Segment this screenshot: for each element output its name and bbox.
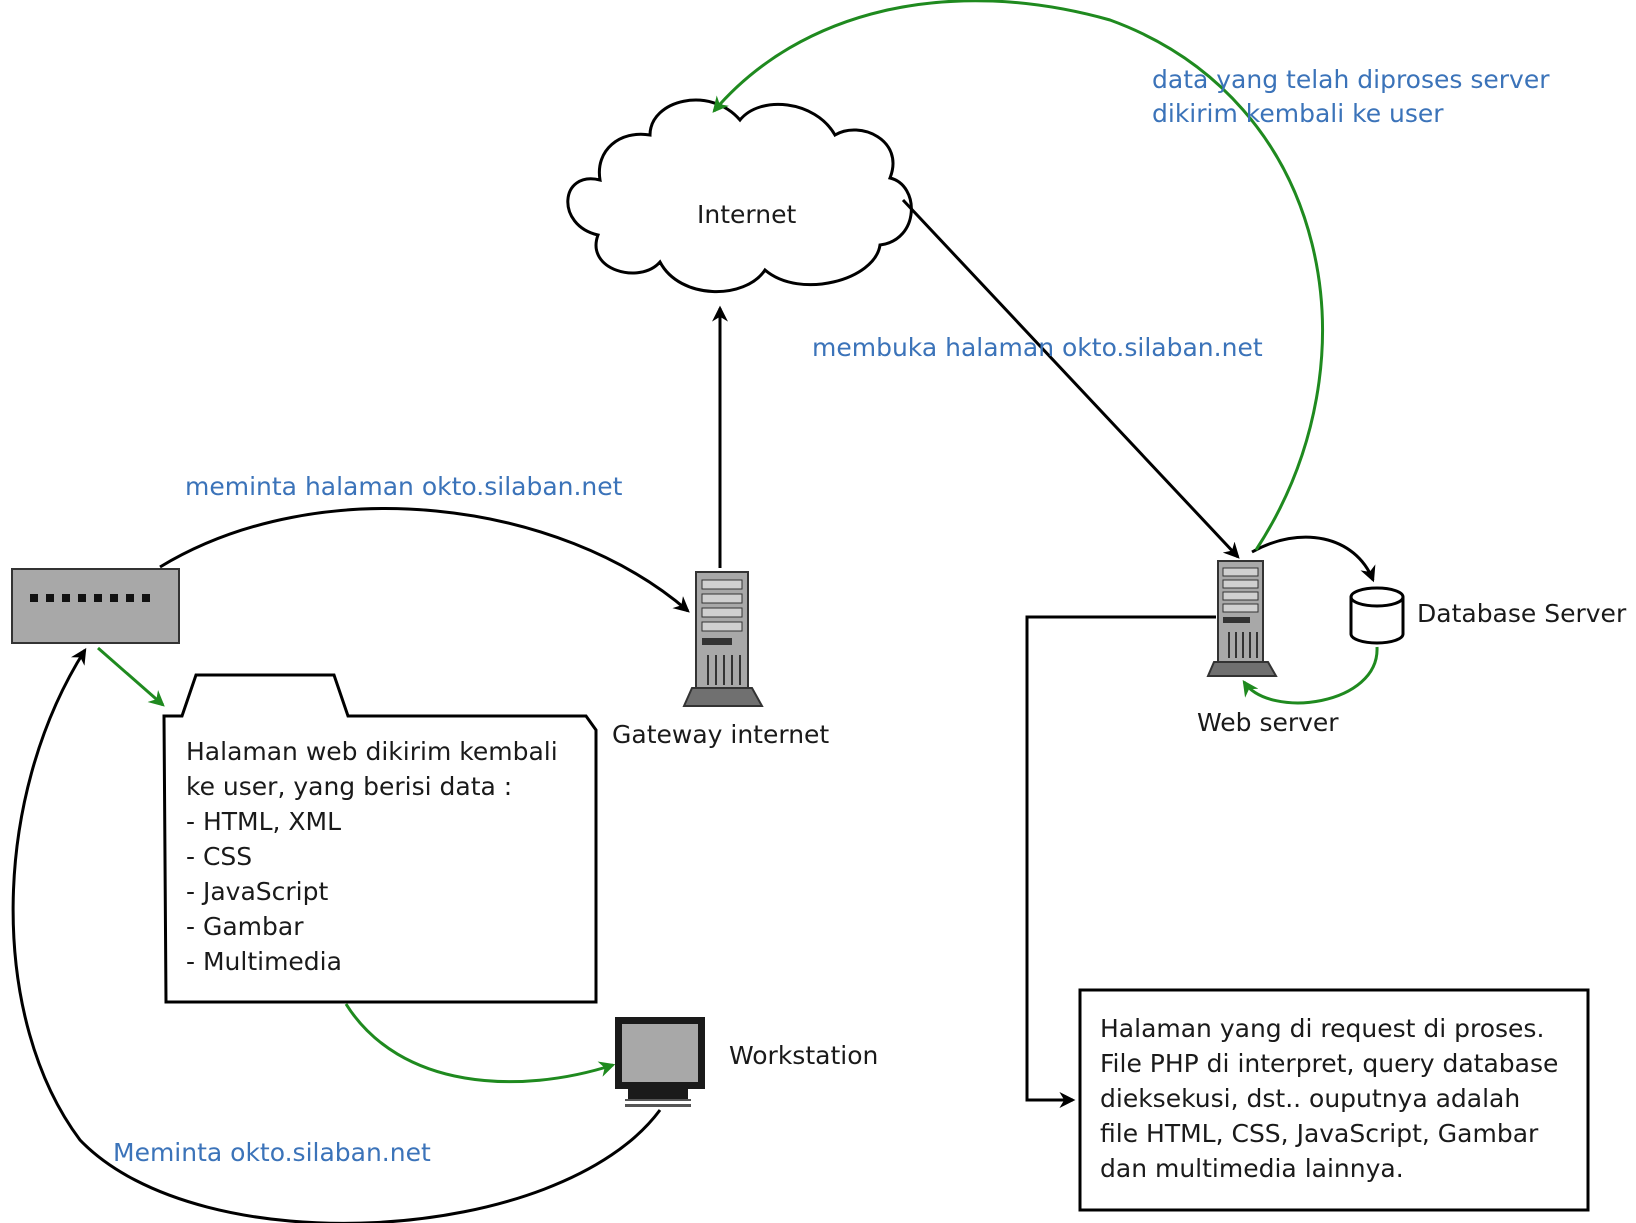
process-note-box	[1078, 988, 1590, 1212]
cloud-icon	[566, 98, 913, 293]
process-note-line: dan multimedia lainnya.	[1100, 1154, 1404, 1183]
annotation-meminta-okto: Meminta okto.silaban.net	[113, 1138, 431, 1167]
process-note-line: Halaman yang di request di proses.	[1100, 1014, 1545, 1043]
annotation-membuka-halaman: membuka halaman okto.silaban.net	[812, 333, 1263, 362]
workstation-label: Workstation	[729, 1041, 879, 1070]
database-icon	[1349, 586, 1405, 645]
annotation-data-diproses-2: dikirim kembali ke user	[1152, 99, 1444, 128]
folder-note-line: - CSS	[186, 842, 253, 871]
server-icon	[682, 571, 764, 707]
process-note-text: Halaman yang di request di proses. File …	[1100, 1011, 1558, 1186]
monitor-icon	[615, 1017, 705, 1107]
folder-note-line: ke user, yang berisi data :	[186, 772, 513, 801]
webserver-label: Web server	[1197, 708, 1339, 737]
annotation-data-diproses-1: data yang telah diproses server	[1152, 65, 1550, 94]
folder-note-text: Halaman web dikirim kembali ke user, yan…	[186, 734, 558, 979]
folder-note-line: Halaman web dikirim kembali	[186, 737, 558, 766]
folder-note-line: - Gambar	[186, 912, 304, 941]
folder-note-line: - Multimedia	[186, 947, 342, 976]
process-note-line: File PHP di interpret, query database	[1100, 1049, 1559, 1078]
folder-note-line: - JavaScript	[186, 877, 329, 906]
request-arrows	[11, 198, 1376, 1223]
switch-icon	[11, 568, 180, 644]
gateway-label: Gateway internet	[612, 720, 830, 749]
response-arrows	[97, 0, 1379, 1084]
internet-label: Internet	[697, 200, 797, 229]
folder-icon	[162, 673, 598, 1004]
process-note-line: dieksekusi, dst.. ouputnya adalah	[1100, 1084, 1521, 1113]
process-note-line: file HTML, CSS, JavaScript, Gambar	[1100, 1119, 1539, 1148]
folder-note-line: - HTML, XML	[186, 807, 342, 836]
database-label: Database Server	[1417, 599, 1627, 628]
server-icon	[1206, 560, 1278, 677]
annotation-meminta-halaman: meminta halaman okto.silaban.net	[185, 472, 623, 501]
